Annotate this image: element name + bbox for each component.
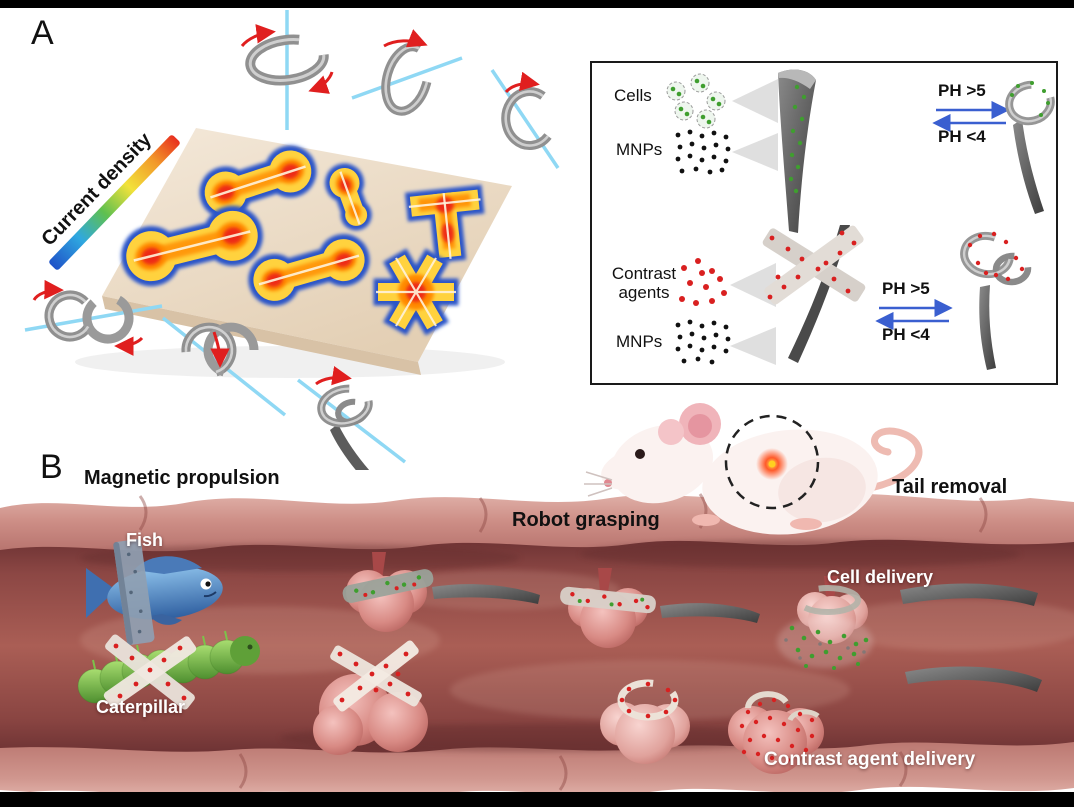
ribbon-curl-helix <box>24 279 163 356</box>
mnps-dots-icon-1 <box>675 129 731 175</box>
panel-b-artwork <box>0 403 1074 797</box>
heat-blob-star <box>373 248 459 336</box>
heat-blob-rod <box>325 163 372 231</box>
mouse-whiskers <box>584 471 613 497</box>
spray-cone-1 <box>732 79 778 123</box>
target-dashed-circle <box>724 414 820 510</box>
grasper-band-green <box>342 569 434 603</box>
ribbon-curl-heart <box>161 316 287 417</box>
heat-blob-dumbbell-2 <box>121 205 263 287</box>
ph-low-label-2: PH <4 <box>882 325 930 344</box>
tail-removal-label: Tail removal <box>892 476 1008 498</box>
contrast-delivery-site <box>728 691 824 774</box>
folded-curl-cells <box>1005 80 1055 214</box>
cells-label: Cells <box>614 86 652 105</box>
ph-arrows-2 <box>875 298 953 331</box>
ring-red-dots <box>619 681 678 719</box>
cell-delivery-site <box>777 576 873 670</box>
ph-low-label-1: PH <4 <box>938 127 986 146</box>
spray-cone-2 <box>732 133 778 171</box>
robot-blade <box>432 584 540 604</box>
ph-high-label-2: PH >5 <box>882 279 930 298</box>
contrast-agents-dots-icon <box>679 258 727 306</box>
ribbon-curl-ring-tilted <box>351 29 463 116</box>
spray-cone-4 <box>730 327 776 365</box>
robot-blade <box>660 603 760 623</box>
mnps-dots-icon-2 <box>675 319 731 365</box>
grasped-tissue-1 <box>342 552 540 632</box>
panel-a-artwork <box>24 10 560 470</box>
caterpillar-illustration <box>77 630 260 710</box>
x-ribbon-red-dots <box>330 640 422 712</box>
heat-blob-dumbbell-3 <box>248 234 370 306</box>
cells-cluster-icon <box>666 73 726 129</box>
contrast-ring-blob-middle <box>600 679 690 764</box>
caterpillar-grasper-x-ribbon <box>103 634 197 710</box>
contrast-grasp-blob-left <box>313 640 428 755</box>
mnps-label-2: MNPs <box>616 332 663 351</box>
contrast-agents-label: Contrast agents <box>611 264 677 302</box>
robot-blade-free-2 <box>905 666 1042 692</box>
robot-blade-free-1 <box>900 583 1038 606</box>
grasper-band-dotted <box>560 586 656 614</box>
ribbon-curl-ring-top <box>240 10 334 130</box>
top-black-bar <box>0 0 1074 8</box>
magnetic-propulsion-label: Magnetic propulsion <box>84 467 280 489</box>
x-ribbon-contrast <box>762 225 866 363</box>
contrast-agent-delivery-label: Contrast agent delivery <box>764 749 976 770</box>
robot-grasping-label: Robot grasping <box>512 509 660 531</box>
panel-a-label: A <box>31 14 54 52</box>
inset-payload-box: Cells MNPs Contrast agents MNPs PH >5 PH… <box>590 61 1058 385</box>
panel-b-label: B <box>40 448 63 486</box>
inset-artwork <box>666 69 1055 370</box>
ph-arrows-1 <box>932 100 1010 133</box>
ph-high-label-1: PH >5 <box>938 81 986 100</box>
ribbon-curl-small-right <box>490 69 560 169</box>
mnps-label-1: MNPs <box>616 140 663 159</box>
released-cells-spray <box>784 625 869 670</box>
folded-curl-contrast <box>960 231 1032 370</box>
fish-label: Fish <box>126 530 164 550</box>
released-contrast-dots <box>739 697 815 763</box>
fish-illustration <box>86 539 223 646</box>
spray-cone-3 <box>730 263 776 307</box>
platform-shadow <box>75 346 505 378</box>
mouse-illustration <box>584 403 923 535</box>
heat-blob-t-shape <box>404 184 485 263</box>
cell-delivery-label: Cell delivery <box>827 567 934 587</box>
caterpillar-label: Caterpillar <box>96 697 186 717</box>
grasped-tissue-2 <box>560 568 760 648</box>
ribbon-blade-cells <box>778 69 816 233</box>
heat-blob-dumbbell-1 <box>199 145 317 219</box>
ribbon-curl-grasper-with-tail <box>296 366 407 470</box>
bottom-black-bar <box>0 792 1074 807</box>
fish-grasper-band <box>113 539 155 646</box>
current-density-gradient-bar <box>49 135 180 270</box>
